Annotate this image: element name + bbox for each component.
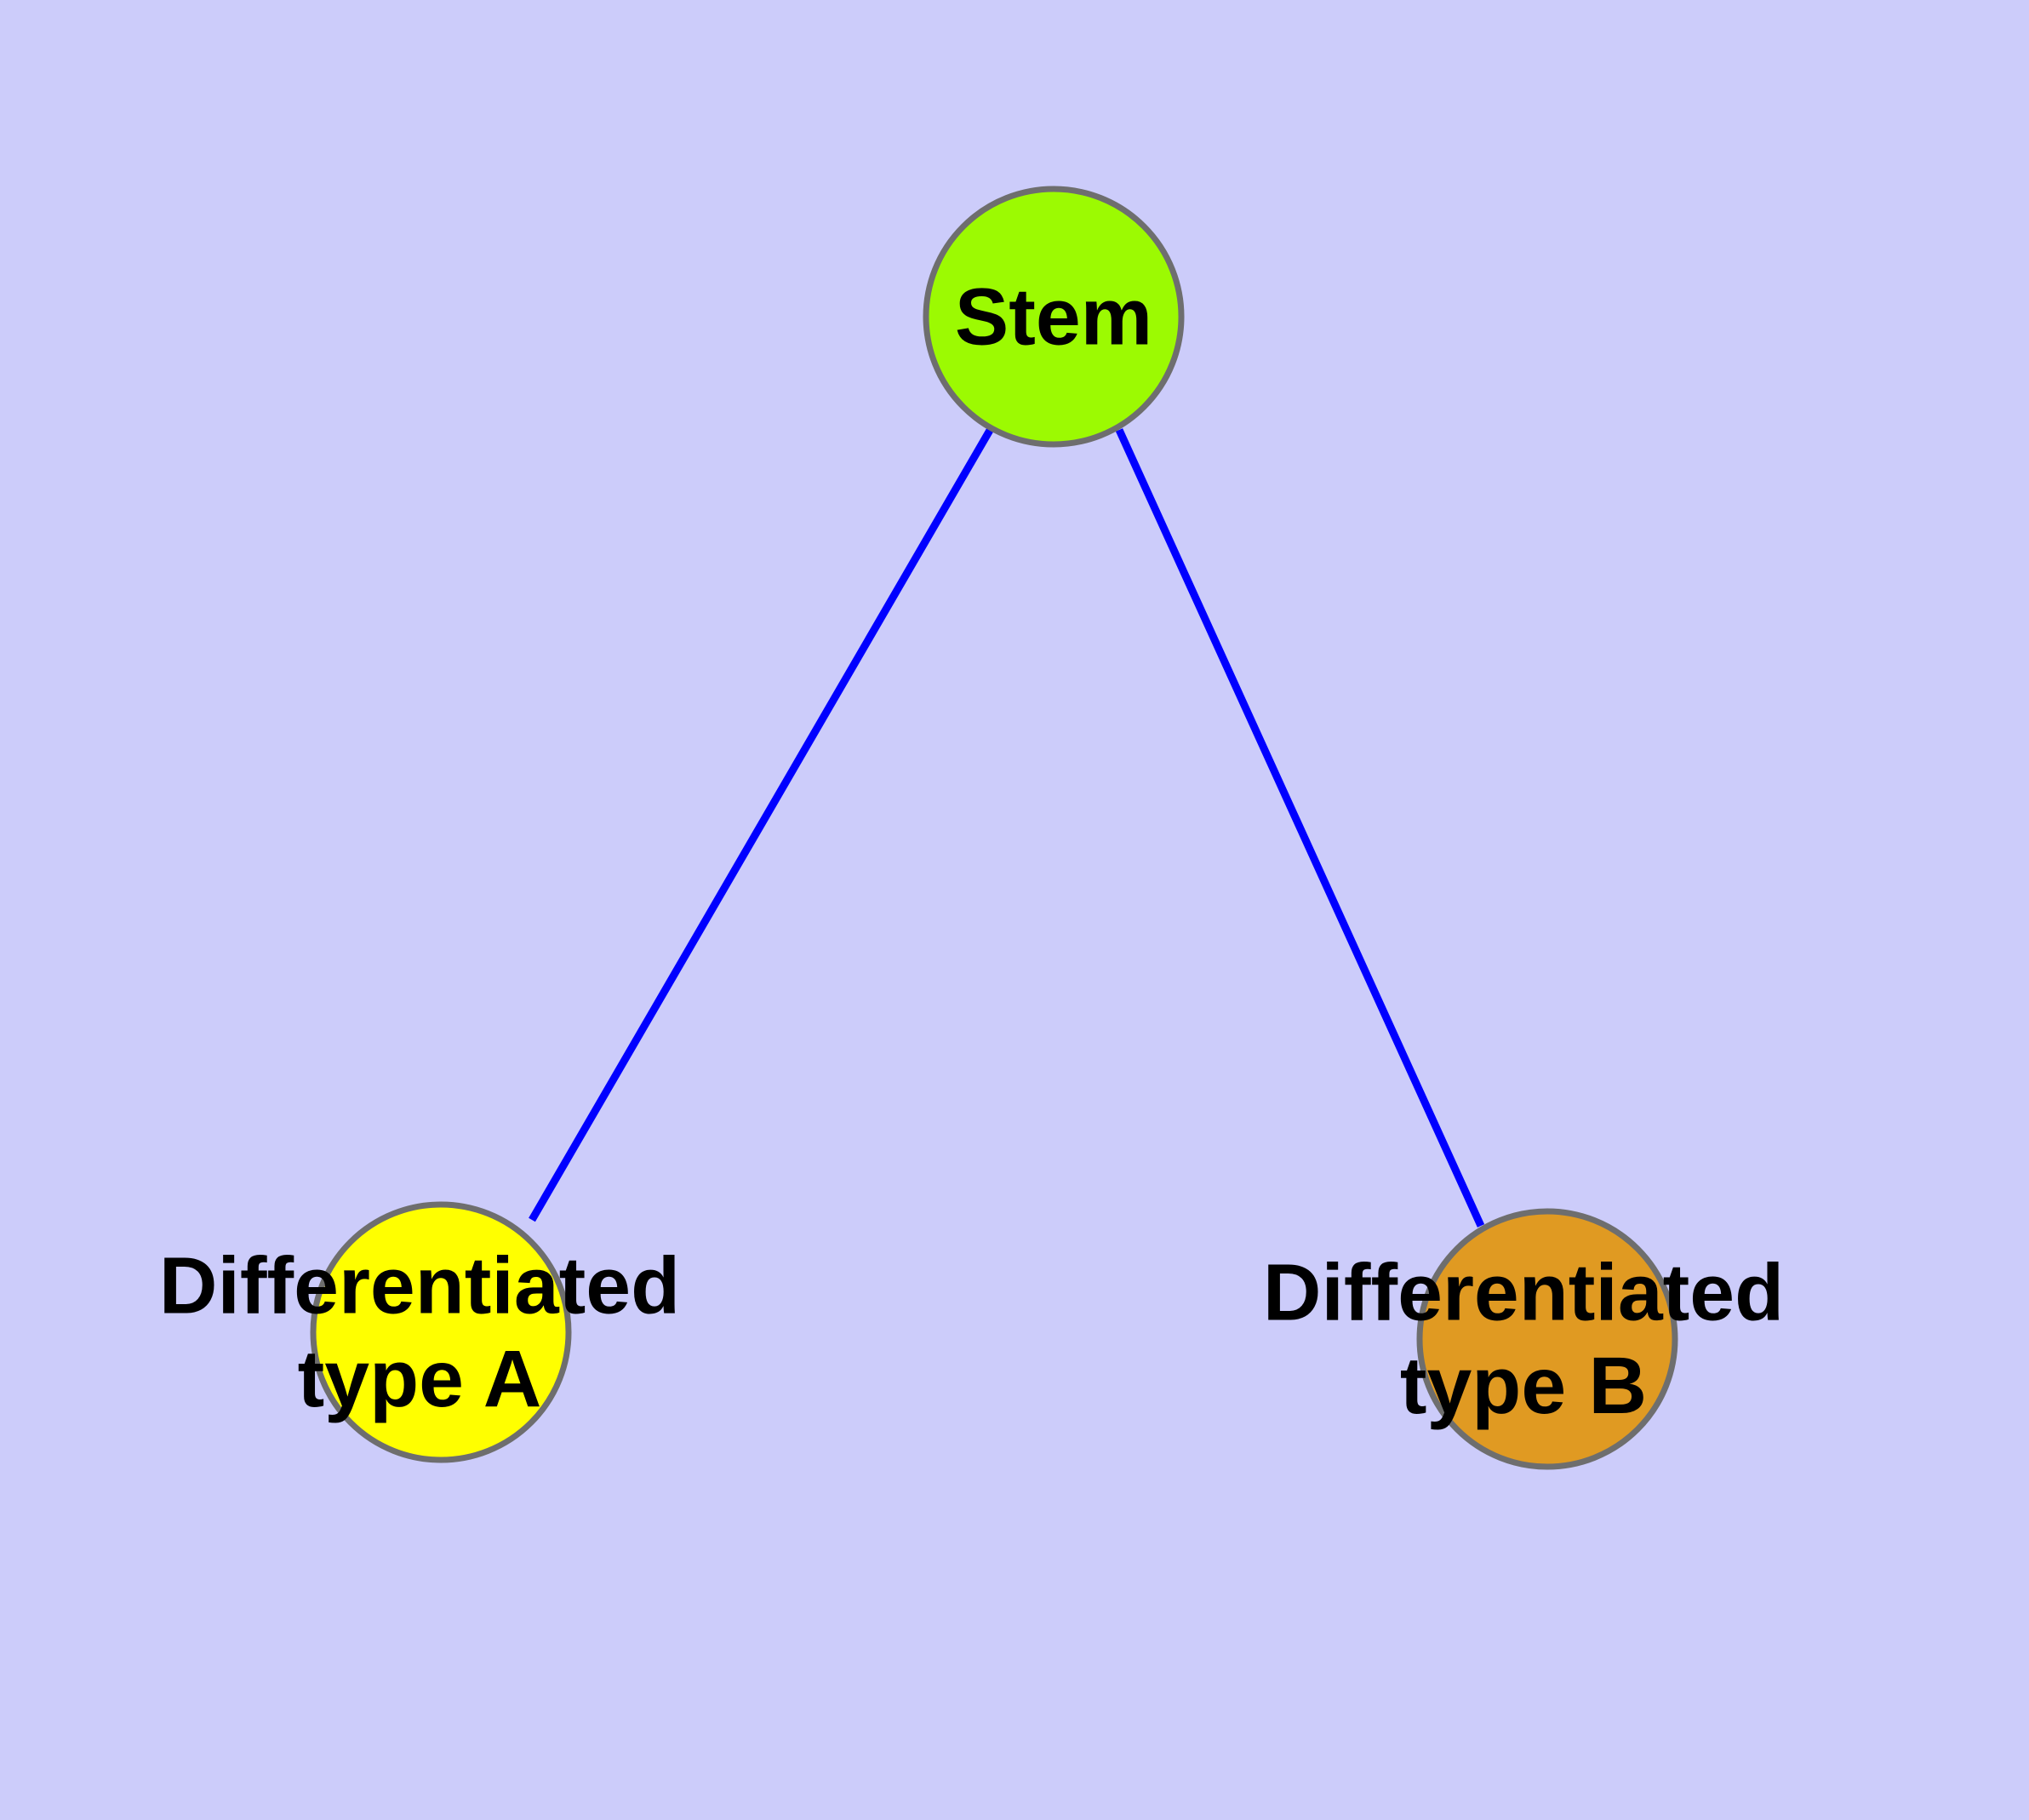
label-line: Stem <box>955 272 1152 362</box>
graph-node-diff-a[interactable] <box>310 1201 572 1463</box>
graph-node-diff-b[interactable] <box>1416 1208 1678 1470</box>
label-line: type B <box>1400 1341 1647 1431</box>
nodes-layer <box>310 186 1678 1470</box>
label-line: type A <box>298 1334 542 1424</box>
label-line: Differentiated <box>1263 1248 1784 1338</box>
label-line: Differentiated <box>159 1241 680 1331</box>
graph-node-stem[interactable] <box>923 186 1185 448</box>
edges-layer <box>529 425 1485 1228</box>
graph-node-label-stem: Stem <box>955 272 1152 362</box>
graph-edge-stem-to-a <box>529 425 995 1222</box>
graph-edge-stem-to-b <box>1115 428 1485 1228</box>
